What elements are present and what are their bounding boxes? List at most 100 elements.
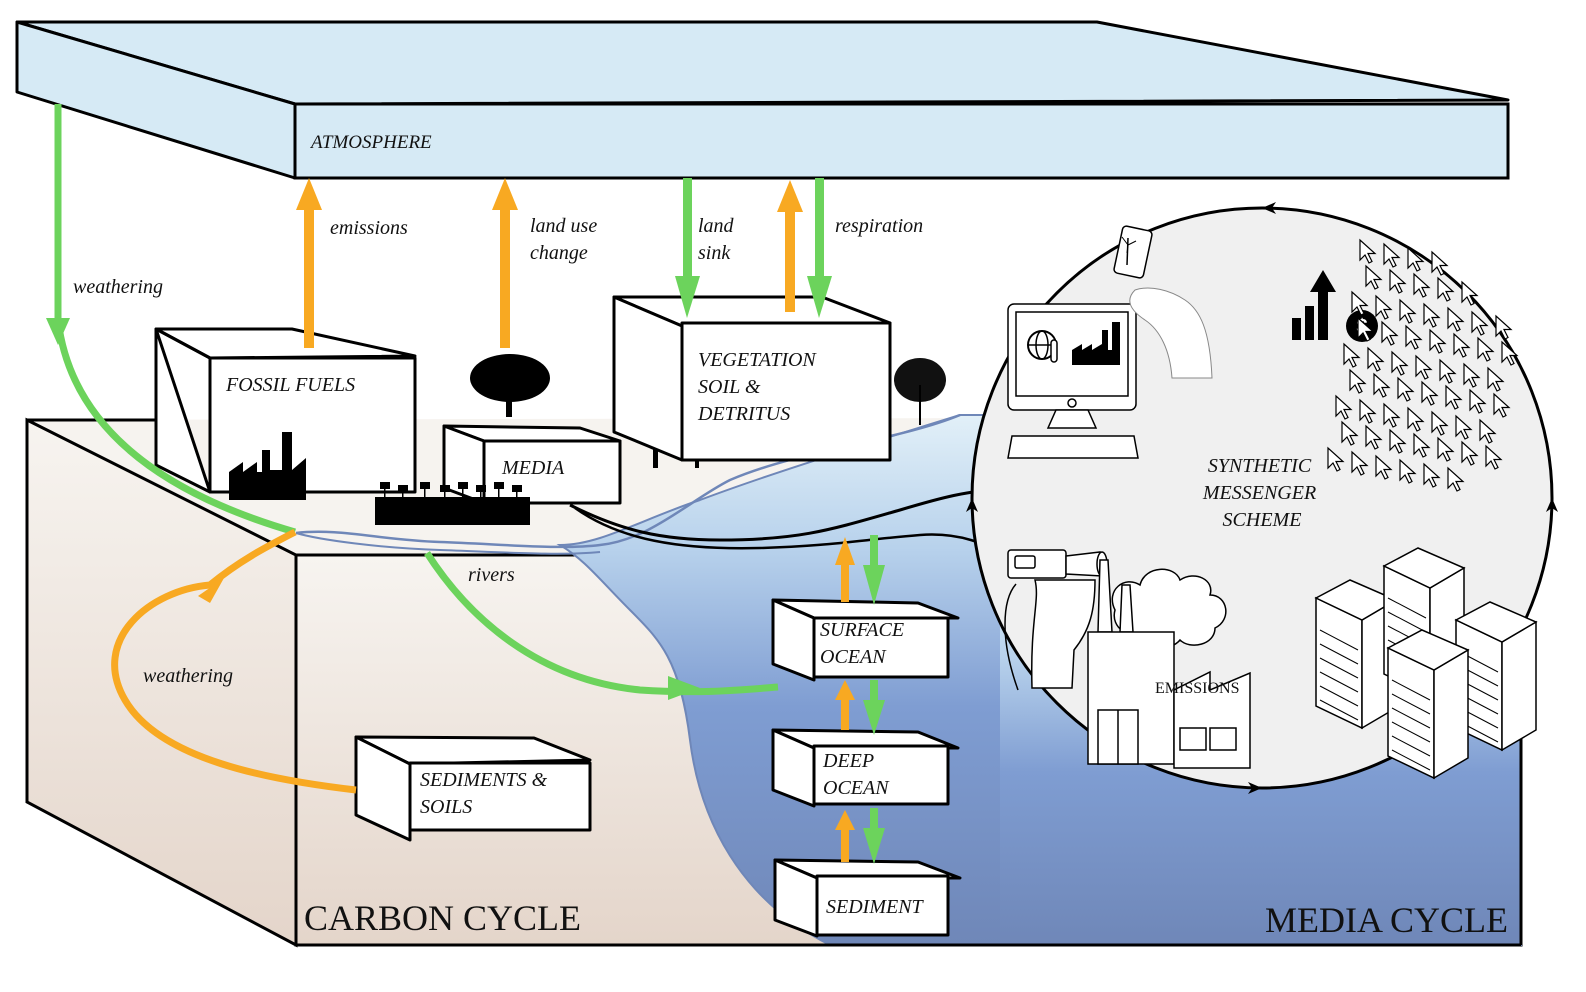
surface-ocean-label-line1: SURFACE	[820, 619, 904, 641]
cursor-icon	[1397, 376, 1415, 402]
vegetation-label-line2: SOIL &	[698, 376, 761, 398]
svg-text:land sink: land sink	[698, 215, 739, 264]
cursor-icon	[1447, 466, 1465, 492]
cursor-icon	[1423, 462, 1441, 488]
cursor-icon	[1327, 446, 1345, 472]
protest-sign-icon	[398, 485, 408, 492]
sediments-soils-box: SEDIMENTS & SOILS	[354, 735, 592, 842]
cursor-icon	[1463, 362, 1481, 388]
cursor-icon	[1381, 320, 1399, 346]
cursor-icon	[1413, 272, 1431, 298]
surface-ocean-label-line2: OCEAN	[820, 646, 887, 668]
cursor-icon	[1495, 314, 1513, 340]
cameraman-icon	[1004, 549, 1108, 691]
cursor-icon	[1423, 302, 1441, 328]
respiration-label: respiration	[835, 215, 923, 237]
cursor-icon	[1367, 346, 1385, 372]
cycle-arrow-left	[966, 498, 978, 512]
protest-sign-icon	[440, 485, 450, 492]
protest-sign-icon	[458, 482, 468, 489]
media-label: MEDIA	[501, 457, 565, 479]
cursor-icon	[1445, 384, 1463, 410]
cursor-icon	[1461, 440, 1479, 466]
cursor-icon	[1389, 428, 1407, 454]
cursor-icon	[1485, 444, 1503, 470]
cursor-icon	[1447, 306, 1465, 332]
cursor-icon	[1413, 432, 1431, 458]
protest-sign-icon	[476, 485, 486, 492]
weathering-up-arrow	[111, 528, 357, 794]
sediment-box: SEDIMENT	[773, 858, 962, 938]
svg-text:SYNTHETIC MESSENGER: SYNTHETIC MESSENGER SCHEME	[1202, 455, 1321, 531]
cursor-icon	[1421, 380, 1439, 406]
cursor-icon	[1375, 454, 1393, 480]
cursor-icon	[1373, 372, 1391, 398]
media-link-curve	[569, 488, 1001, 542]
sediments-label-line2: SOILS	[420, 796, 472, 818]
respiration-arrowhead	[807, 276, 832, 318]
land-sink-label-line2: sink	[698, 242, 731, 264]
svg-text:SEDIMENTS & SOILS: SEDIMENTS & SOILS	[420, 769, 552, 818]
land-sink-arrowhead	[675, 276, 700, 318]
cursor-icon	[1357, 316, 1375, 342]
cursor-icon	[1437, 276, 1455, 302]
scheme-label-line1: SYNTHETIC	[1208, 455, 1312, 477]
weathering-up-arrowhead	[198, 578, 224, 603]
cursor-icon	[1469, 388, 1487, 414]
cursor-icon	[1479, 418, 1497, 444]
server-rack-icon	[1386, 629, 1470, 780]
cursor-icon	[1359, 398, 1377, 424]
cursor-icon	[1487, 366, 1505, 392]
media-cycle-title: MEDIA CYCLE	[1265, 900, 1508, 940]
protest-sign-icon	[494, 482, 504, 489]
rivers-arrowhead	[668, 676, 700, 700]
deep-ocean-box: DEEP OCEAN	[771, 728, 960, 808]
server-racks-icon	[1314, 547, 1538, 780]
cursor-icon	[1415, 354, 1433, 380]
factory-icon	[1072, 322, 1120, 365]
cycle-arrow-top	[1262, 202, 1276, 214]
deep-ocean-label-line1: DEEP	[822, 750, 874, 772]
smartphone-hand-icon	[1113, 225, 1213, 379]
cursor-icon	[1453, 332, 1471, 358]
emissions-factory-icon: EMISSIONS	[1087, 559, 1251, 769]
cursor-icon	[1431, 410, 1449, 436]
deep-ocean-label-line2: OCEAN	[823, 777, 890, 799]
cycle-arrow-right	[1546, 498, 1558, 512]
cursor-icon	[1407, 406, 1425, 432]
sediment-label: SEDIMENT	[826, 896, 925, 918]
vegetation-up-arrowhead	[777, 180, 803, 212]
cursor-icon	[1399, 458, 1417, 484]
cursor-icon	[1471, 310, 1489, 336]
cursor-icon	[1405, 324, 1423, 350]
tree-icon	[470, 354, 550, 417]
cursor-icon	[1431, 250, 1449, 276]
protest-sign-icon	[380, 482, 390, 489]
rivers-label: rivers	[468, 564, 515, 586]
svg-text:DEEP OCEAN: DEEP OCEAN	[822, 750, 890, 799]
cursor-icon	[1349, 368, 1367, 394]
carbon-cycle-title: CARBON CYCLE	[304, 898, 581, 938]
cursor-icon	[1391, 350, 1409, 376]
computer-monitor-icon	[1007, 303, 1139, 459]
land-use-label-line2: change	[530, 242, 588, 264]
cursor-icon	[1493, 392, 1511, 418]
fossil-fuels-box: FOSSIL FUELS	[154, 327, 417, 500]
land-sink-label-line1: land	[698, 215, 735, 237]
media-cycle-circle: SYNTHETIC MESSENGER SCHEME	[966, 202, 1558, 794]
surface-ocean-box: SURFACE OCEAN	[771, 598, 960, 682]
cursor-icon	[1455, 414, 1473, 440]
svg-text:VEGETATION SOIL &: VEGETATION SOIL & DETRITUS	[697, 349, 821, 425]
cycle-arrow-bottom	[1248, 782, 1262, 794]
cursor-icon	[1341, 420, 1359, 446]
emissions-arrowhead	[296, 178, 322, 210]
cursor-icon	[1383, 402, 1401, 428]
land-use-arrowhead	[492, 178, 518, 210]
cursor-icon	[1399, 298, 1417, 324]
cursor-icon	[1383, 242, 1401, 268]
weathering-top-label: weathering	[73, 276, 163, 298]
media-box: MEDIA	[442, 424, 622, 505]
scheme-label-line3: SCHEME	[1223, 509, 1302, 531]
cursor-icon	[1335, 394, 1353, 420]
